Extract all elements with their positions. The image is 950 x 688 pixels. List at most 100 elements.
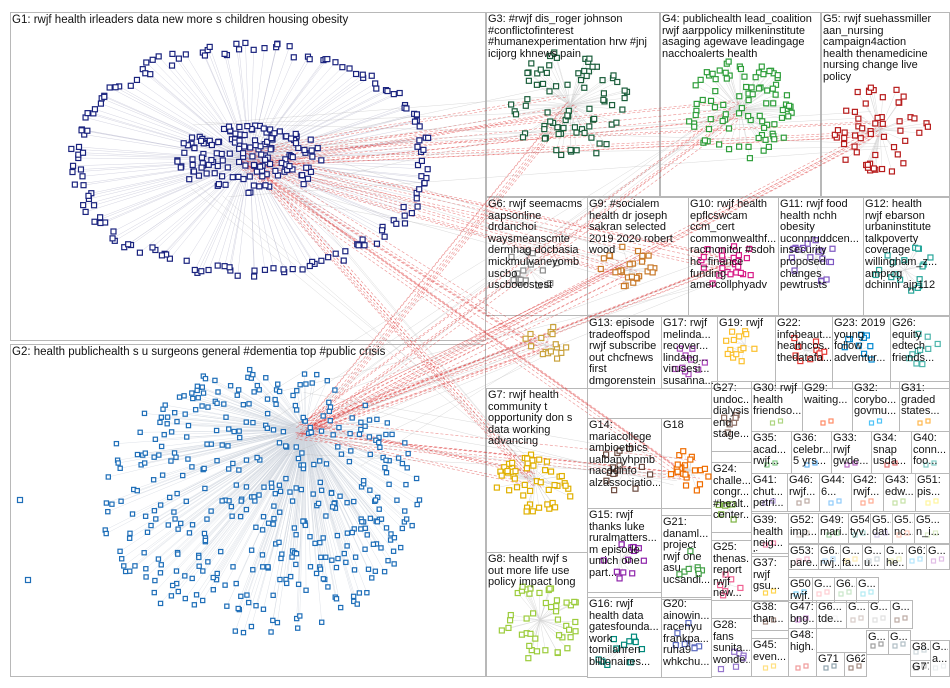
node-g8: [507, 611, 514, 619]
inter-group-edge: [303, 106, 569, 433]
edge: [88, 159, 251, 197]
node-g16: [620, 641, 628, 648]
node-g2: [228, 503, 235, 510]
node-g5: [872, 151, 879, 159]
node-g2: [320, 576, 327, 582]
group-box-g60: [862, 544, 885, 570]
node-g2: [129, 511, 136, 517]
node-g7: [536, 456, 543, 463]
node-g2: [235, 387, 242, 393]
node-g2: [171, 450, 178, 456]
inter-group-edge: [314, 343, 555, 430]
node-g2: [157, 570, 164, 576]
node-g1: [306, 56, 313, 63]
edge: [109, 87, 251, 161]
node-g8: [566, 626, 573, 633]
node-g22: [816, 350, 823, 357]
node-g8: [526, 642, 533, 650]
node-g5: [855, 115, 862, 122]
node-g2: [175, 588, 181, 595]
node-g2: [142, 513, 149, 519]
node-g3: [586, 123, 593, 130]
node-g5: [878, 165, 886, 173]
node-g4: [725, 146, 733, 153]
group-box-g12: [863, 197, 950, 316]
edge: [904, 269, 912, 291]
node-g1: [414, 143, 421, 150]
node-g4: [711, 104, 719, 111]
node-g4: [745, 112, 752, 120]
node-g1: [261, 156, 269, 163]
edge: [569, 79, 603, 106]
node-g1: [127, 82, 134, 89]
node-g1: [359, 236, 366, 243]
edge: [304, 429, 354, 602]
edge: [683, 451, 691, 471]
inter-group-edge: [302, 198, 544, 488]
node-g2: [329, 557, 335, 563]
node-g63: [938, 556, 945, 562]
edge: [83, 159, 251, 186]
node-g1: [201, 52, 209, 59]
node-g2: [297, 613, 303, 619]
node-g50: [801, 589, 807, 595]
node-g11: [790, 245, 797, 252]
node-g21: [687, 548, 694, 555]
node-g5: [900, 93, 907, 100]
edge: [304, 429, 394, 552]
node-g18: [701, 465, 709, 472]
node-g4: [703, 69, 710, 76]
node-g2: [290, 392, 296, 399]
node-g2: [337, 604, 344, 611]
node-g22: [791, 334, 798, 342]
node-g2: [386, 481, 392, 488]
node-g12: [875, 266, 883, 274]
group-box-g46: [787, 473, 820, 512]
node-g62: [909, 558, 915, 564]
node-g15: [620, 569, 627, 576]
node-g4: [716, 141, 723, 148]
node-g2: [250, 419, 256, 426]
edge: [532, 479, 536, 512]
node-g7: [493, 484, 500, 491]
inter-group-edge: [312, 125, 888, 426]
node-g2: [219, 442, 225, 448]
node-g1: [401, 212, 408, 219]
node-g4: [746, 155, 754, 162]
inter-group-edge: [343, 402, 674, 486]
node-g2: [270, 521, 276, 527]
edge: [213, 429, 306, 578]
node-g2: [414, 501, 420, 508]
node-g3: [564, 81, 571, 88]
node-g49: [834, 530, 840, 536]
node-g16: [604, 661, 611, 669]
node-g7: [501, 464, 508, 471]
node-g2: [293, 561, 299, 568]
node-g35: [764, 462, 770, 468]
node-g2: [202, 485, 208, 492]
group-box-g72: [844, 652, 867, 677]
group-box-g25: [711, 540, 752, 601]
node-g10: [718, 247, 725, 254]
edge: [304, 429, 364, 481]
node-g2: [117, 465, 123, 471]
node-g4: [759, 118, 766, 125]
node-g1: [286, 162, 293, 170]
inter-group-edge: [243, 156, 529, 478]
node-g5: [867, 130, 874, 138]
node-g2: [302, 522, 309, 529]
node-g4: [701, 137, 709, 144]
edge: [304, 429, 409, 454]
node-g70: [894, 617, 900, 623]
edge: [179, 396, 306, 431]
node-g1: [101, 93, 108, 100]
edge: [539, 592, 541, 621]
node-g2: [276, 482, 283, 488]
node-g2: [134, 451, 141, 458]
group-box-g55: [870, 513, 893, 544]
node-g25: [717, 581, 724, 589]
group-box-g43: [883, 473, 916, 512]
edge: [529, 593, 541, 621]
node-g1: [198, 154, 206, 161]
node-g2: [383, 431, 389, 438]
